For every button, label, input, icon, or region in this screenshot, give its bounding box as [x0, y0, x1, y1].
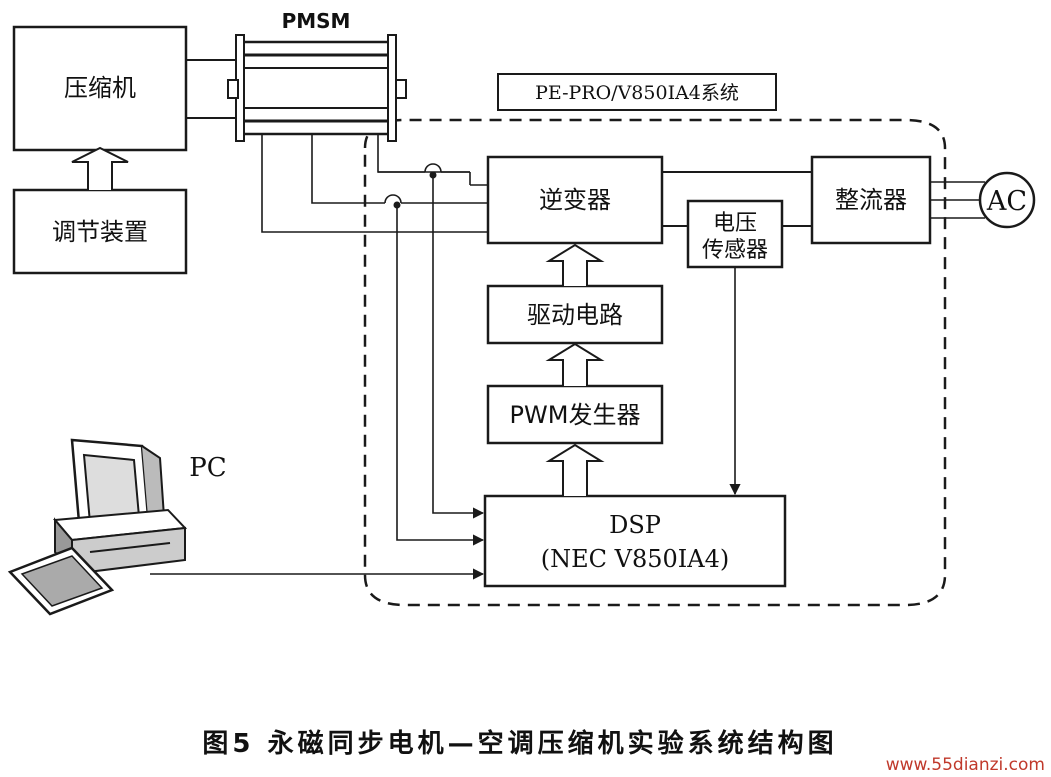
rectifier-label: 整流器 [835, 186, 907, 214]
dsp-label-1: DSP [609, 511, 661, 539]
regulator-to-compressor-arrow [71, 146, 129, 190]
rectifier-box [810, 155, 932, 245]
regulator-box [12, 188, 188, 275]
regulator-label: 调节装置 [52, 218, 148, 246]
driver-to-inverter-arrow [545, 243, 605, 286]
dsp-to-pwm-arrow [545, 443, 605, 496]
system-label: PE-PRO/V850IA4系统 [535, 82, 739, 104]
watermark-text: www.55dianzi.com [886, 755, 1045, 775]
pwm-to-driver-arrow [545, 342, 605, 386]
sense-line-1 [432, 175, 485, 519]
driver-box [486, 284, 664, 345]
figure-caption: 图5 永磁同步电机—空调压缩机实验系统结构图 [202, 728, 837, 759]
inverter-label: 逆变器 [539, 186, 611, 214]
voltage-sensor-label-2: 传感器 [702, 238, 768, 263]
pc-computer-icon [7, 438, 188, 616]
pmsm-label: PMSM [282, 9, 351, 33]
phase-wires [261, 134, 488, 233]
compressor-label: 压缩机 [64, 74, 136, 102]
ac-label: AC [986, 186, 1027, 217]
dsp-label-2: (NEC V850IA4) [541, 545, 729, 573]
sense-line-2 [396, 205, 485, 546]
inverter-box [486, 155, 664, 245]
system-label-box [497, 73, 777, 111]
driver-label: 驱动电路 [527, 301, 623, 329]
ac-source-circle [978, 171, 1036, 229]
dsp-box [483, 494, 787, 588]
voltage-sensor-label-1: 电压 [713, 211, 757, 236]
pc-label: PC [189, 453, 226, 483]
pmsm-motor [227, 34, 407, 142]
pwm-label: PWM发生器 [510, 401, 641, 429]
